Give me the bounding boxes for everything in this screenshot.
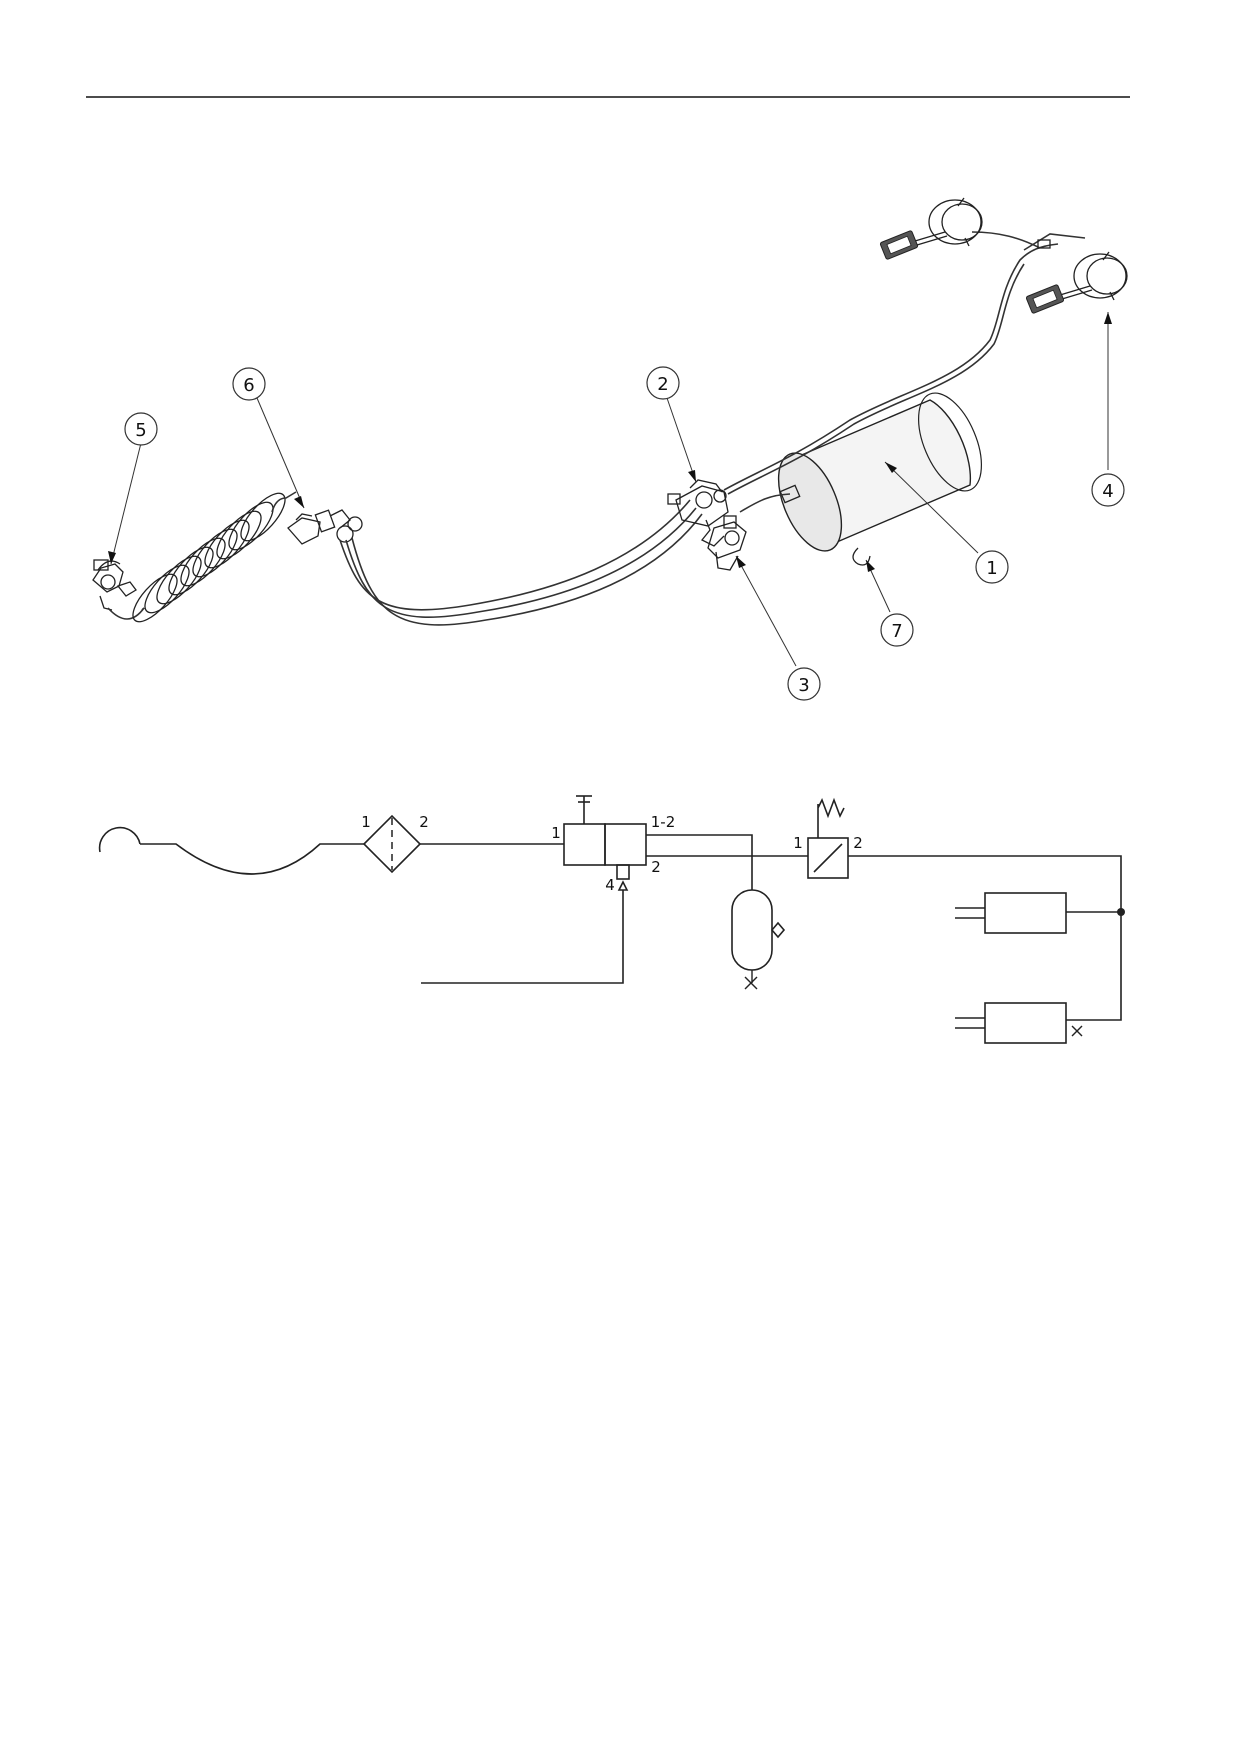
brake-valve-symbol: 1 1-2 2 4 <box>551 795 676 894</box>
brake-chamber-lower-illustration <box>1025 251 1128 314</box>
callout-2-label: 2 <box>657 374 668 395</box>
air-reservoir-illustration <box>777 392 982 566</box>
hose-symbol <box>140 843 364 875</box>
valve-port-4: 4 <box>605 876 615 894</box>
callout-2: 2 <box>646 366 680 400</box>
brake-chamber-upper-illustration <box>879 197 983 260</box>
coiled-hose-illustration <box>107 491 297 623</box>
line-filter-illustration <box>287 509 363 545</box>
callout-6-label: 6 <box>243 375 254 396</box>
schematic: 1 2 1 1-2 2 4 <box>98 795 1125 1044</box>
filter-port-1: 1 <box>361 813 371 831</box>
coupling-head-symbol <box>98 826 141 853</box>
callout-5-label: 5 <box>135 420 146 441</box>
callout-1-label: 1 <box>986 558 997 579</box>
callout-3-label: 3 <box>798 675 809 696</box>
callout-5: 5 <box>124 412 158 446</box>
coupling-head-illustration <box>92 559 137 611</box>
valve-port-1-2: 1-2 <box>651 813 676 831</box>
line-to-chambers <box>848 855 1122 1021</box>
callout-4: 4 <box>1091 473 1125 507</box>
brake-chamber-upper-symbol <box>955 892 1067 934</box>
line-valve-to-reservoir <box>646 834 753 890</box>
callout-1: 1 <box>975 550 1009 584</box>
chamber-pipes-illustration <box>723 231 1086 513</box>
illustration: 1 2 3 4 5 6 7 <box>92 197 1128 701</box>
brake-valve-illustration <box>667 479 747 571</box>
callout-4-label: 4 <box>1102 481 1113 502</box>
callout-3: 3 <box>787 667 821 701</box>
callout-7: 7 <box>880 613 914 647</box>
filter-symbol: 1 2 <box>361 813 429 874</box>
callout-6: 6 <box>232 367 266 401</box>
callout-leaders <box>108 312 1112 667</box>
valve-port-1: 1 <box>551 824 561 842</box>
callout-7-label: 7 <box>891 621 902 642</box>
control-line <box>421 890 624 984</box>
pressure-valve-port-1: 1 <box>793 834 803 852</box>
pressure-valve-symbol: 1 2 <box>793 797 863 879</box>
supply-pipes-illustration <box>339 499 703 626</box>
filter-port-2: 2 <box>419 813 429 831</box>
brake-chamber-lower-symbol <box>955 1002 1083 1044</box>
pressure-valve-port-2: 2 <box>853 834 863 852</box>
valve-port-2: 2 <box>651 858 661 876</box>
reservoir-symbol <box>731 889 786 990</box>
